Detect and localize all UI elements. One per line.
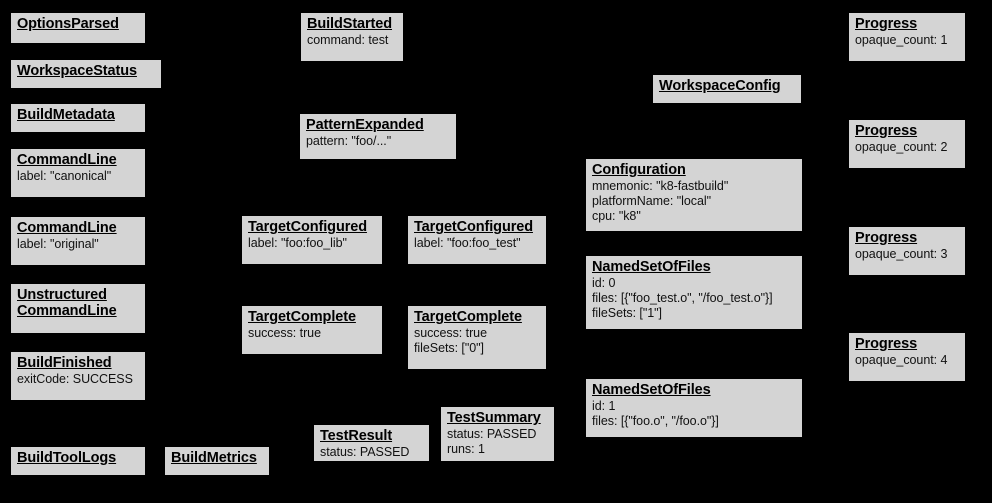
node-title: TargetConfigured [414,219,533,235]
node-title: CommandLine [17,152,117,168]
node-title: BuildMetadata [17,107,115,123]
node-field: command: test [307,33,389,48]
node-title: Unstructured CommandLine [17,287,117,320]
node-field: opaque_count: 1 [855,33,948,48]
node-title: TargetComplete [414,309,522,325]
node-field: fileSets: ["1"] [592,306,662,321]
node-title: Progress [855,230,918,246]
node-field: fileSets: ["0"] [414,341,484,356]
node-field: exitCode: SUCCESS [17,372,133,387]
node-field: opaque_count: 3 [855,247,948,262]
node-title: BuildToolLogs [17,450,117,466]
node-field: platformName: "local" [592,194,711,209]
node-field: label: "canonical" [17,169,112,184]
node-field: status: PASSED [447,427,537,442]
node-field: label: "original" [17,237,99,252]
node-title: Progress [855,16,918,32]
node-field: opaque_count: 2 [855,140,948,155]
node-title: TargetComplete [248,309,356,325]
node-title: WorkspaceStatus [17,63,137,79]
node-field: label: "foo:foo_test" [414,236,521,251]
node-build-tool-logs[interactable]: BuildToolLogs [10,446,146,476]
node-title: PatternExpanded [306,117,424,133]
node-workspace-status[interactable]: WorkspaceStatus [10,59,162,89]
node-field: success: true [248,326,321,341]
node-field: opaque_count: 4 [855,353,948,368]
node-title: BuildFinished [17,355,112,371]
node-title: TargetConfigured [248,219,367,235]
node-field: files: [{"foo_test.o", "/foo_test.o"}] [592,291,773,306]
node-field: cpu: "k8" [592,209,641,224]
node-field: id: 1 [592,399,616,414]
node-unstructured-command-line[interactable]: Unstructured CommandLine [10,283,146,334]
node-field: pattern: "foo/..." [306,134,392,149]
node-field: status: PASSED [320,445,410,460]
node-title: Progress [855,123,918,139]
node-field: label: "foo:foo_lib" [248,236,347,251]
node-title: Progress [855,336,918,352]
node-field: runs: 1 [447,442,485,457]
node-build-metrics[interactable]: BuildMetrics [164,446,270,476]
node-title: TestSummary [447,410,541,426]
node-options-parsed[interactable]: OptionsParsed [10,12,146,44]
node-build-metadata[interactable]: BuildMetadata [10,103,146,133]
node-title: CommandLine [17,220,117,236]
node-field: success: true [414,326,487,341]
node-workspace-config[interactable]: WorkspaceConfig [652,74,802,104]
node-title: TestResult [320,428,393,444]
node-field: id: 0 [592,276,616,291]
node-field: mnemonic: "k8-fastbuild" [592,179,729,194]
node-title: OptionsParsed [17,16,119,32]
node-title: BuildMetrics [171,450,257,466]
node-title: WorkspaceConfig [659,78,781,94]
node-field: files: [{"foo.o", "/foo.o"}] [592,414,719,429]
node-title: NamedSetOfFiles [592,259,711,275]
node-title: Configuration [592,162,686,178]
node-title: NamedSetOfFiles [592,382,711,398]
node-title: BuildStarted [307,16,393,32]
